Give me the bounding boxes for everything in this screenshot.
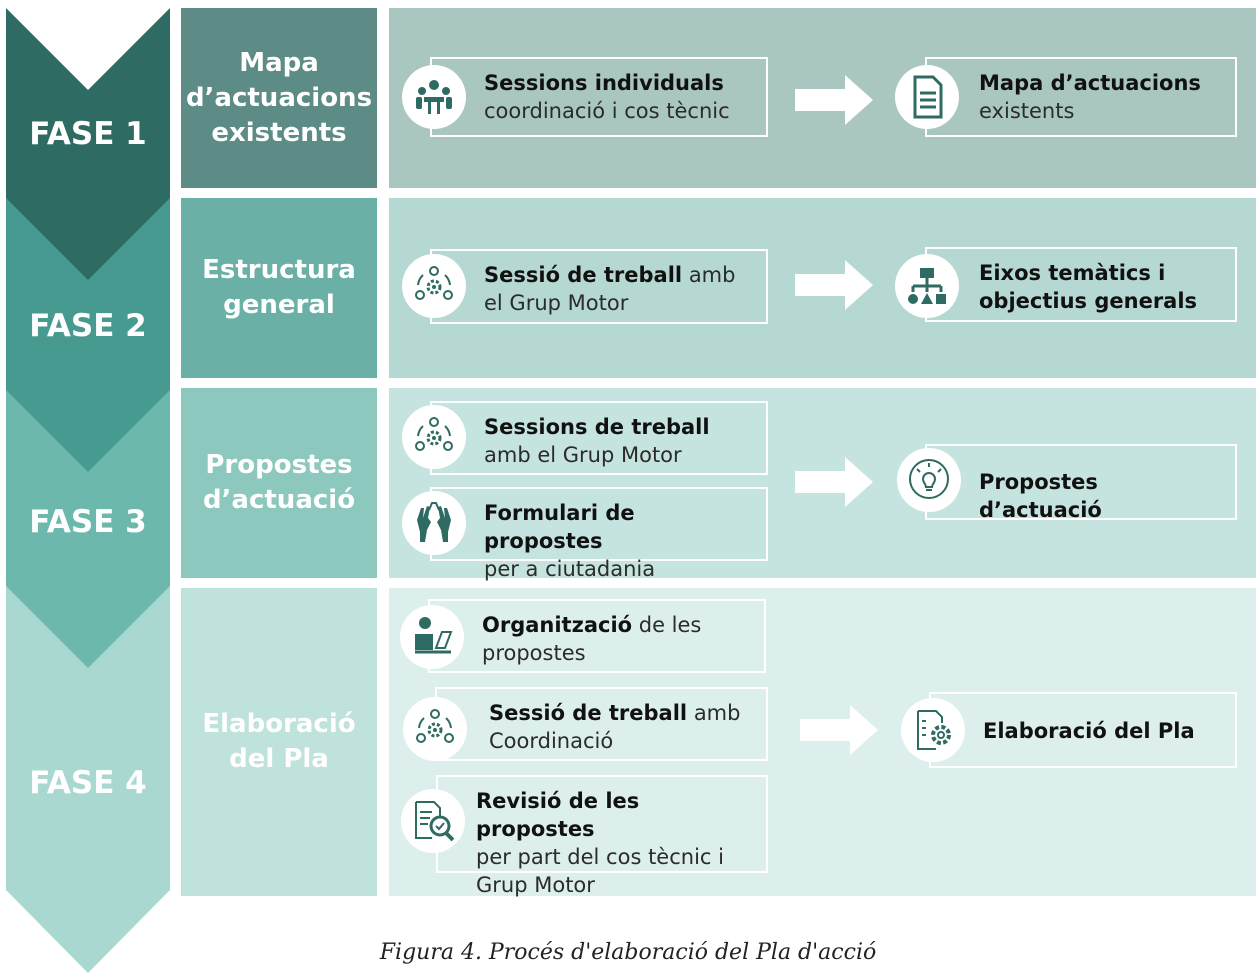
input-box-bold: Formulari de propostes bbox=[484, 501, 635, 553]
input-box-sessions-grup-motor: Sessions de treball amb el Grup Motor bbox=[430, 401, 768, 475]
input-box-text: coordinació i cos tècnic bbox=[484, 99, 730, 123]
lightbulb-icon bbox=[897, 448, 961, 512]
arrow-fase-2 bbox=[795, 260, 873, 310]
input-box-sessio-grup-motor: Sessió de treball amb el Grup Motor bbox=[430, 249, 768, 324]
fase-1-chevron bbox=[6, 8, 170, 280]
team-gear-icon bbox=[402, 254, 466, 318]
arrow-fase-4 bbox=[800, 705, 878, 755]
input-box-text: amb Coordinació bbox=[489, 701, 741, 753]
input-box-bold: Revisió de les propostes bbox=[476, 789, 640, 841]
input-box-bold: Sessió de treball bbox=[489, 701, 688, 725]
input-box-organitzacio: Organització de les propostes bbox=[428, 599, 766, 673]
figure-caption: Figura 4. Procés d'elaboració del Pla d'… bbox=[379, 940, 877, 965]
fase-3-label: FASE 3 bbox=[29, 504, 147, 540]
phase-2-title: Estructura general bbox=[181, 198, 377, 378]
document-icon bbox=[895, 65, 959, 129]
input-box-text: per a ciutadania bbox=[484, 557, 656, 581]
output-box-mapa: Mapa d’actuacions existents bbox=[925, 57, 1237, 137]
meeting-icon bbox=[402, 65, 466, 129]
input-box-text: per part del cos tècnic i Grup Motor bbox=[476, 845, 724, 897]
output-box-eixos: Eixos temàtics i objectius generals bbox=[925, 247, 1237, 322]
arrow-fase-1 bbox=[795, 75, 873, 125]
input-box-bold: Sessions individuals bbox=[484, 71, 724, 95]
fase-4-label: FASE 4 bbox=[29, 765, 147, 801]
arrow-fase-3 bbox=[795, 457, 873, 507]
input-box-sessions-individuals: Sessions individuals coordinació i cos t… bbox=[430, 57, 768, 137]
raised-hands-icon bbox=[402, 491, 466, 555]
document-check-icon bbox=[401, 789, 465, 853]
input-box-bold: Organització bbox=[482, 613, 633, 637]
fase-2-chevron bbox=[6, 192, 170, 472]
team-gear-icon bbox=[402, 405, 466, 469]
input-box-text: de les propostes bbox=[482, 613, 702, 665]
phase-1-title: Mapa d’actuacions existents bbox=[181, 8, 377, 188]
input-box-formulari: Formulari de propostes per a ciutadania bbox=[430, 487, 768, 581]
input-box-text: amb el Grup Motor bbox=[484, 443, 682, 467]
fase-4-chevron bbox=[6, 580, 170, 973]
input-box-revisio: Revisió de les propostes per part del co… bbox=[436, 775, 768, 897]
output-box-bold: Elaboració del Pla bbox=[983, 719, 1195, 743]
output-box-bold: Eixos temàtics i objectius generals bbox=[979, 261, 1198, 313]
output-box-text: existents bbox=[979, 99, 1075, 123]
document-gear-icon bbox=[901, 698, 965, 762]
fase-4-band bbox=[389, 588, 1256, 896]
output-box-bold: Propostes d’actuació bbox=[979, 470, 1102, 522]
phase-3-title: Propostes d’actuació bbox=[181, 388, 377, 578]
fase-1-label: FASE 1 bbox=[29, 116, 147, 152]
hierarchy-icon bbox=[895, 254, 959, 318]
input-box-sessio-coordinacio: Sessió de treball amb Coordinació bbox=[435, 687, 768, 761]
output-box-elaboracio: Elaboració del Pla bbox=[929, 692, 1237, 768]
team-gear-icon bbox=[403, 697, 467, 761]
output-box-propostes: Propostes d’actuació bbox=[925, 444, 1237, 522]
input-box-bold: Sessions de treball bbox=[484, 415, 710, 439]
fase-3-chevron bbox=[6, 383, 170, 668]
fase-2-label: FASE 2 bbox=[29, 308, 147, 344]
output-box-bold: Mapa d’actuacions bbox=[979, 71, 1201, 95]
person-laptop-icon bbox=[400, 605, 464, 669]
input-box-bold: Sessió de treball bbox=[484, 263, 683, 287]
phase-4-title: Elaboració del Pla bbox=[181, 588, 377, 896]
input-box-text: amb el Grup Motor bbox=[484, 263, 736, 315]
